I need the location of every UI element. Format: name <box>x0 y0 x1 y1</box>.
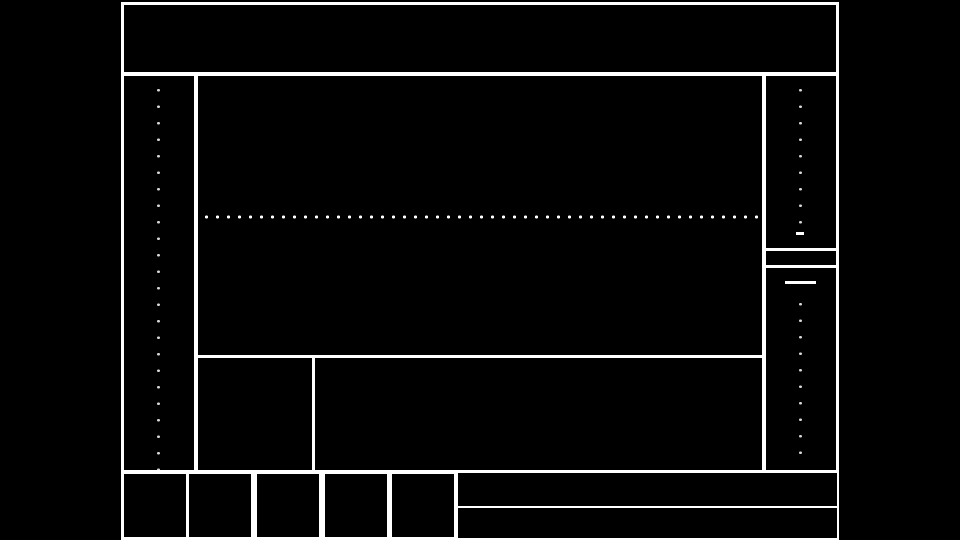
right-top-dotted-divider <box>799 82 802 228</box>
status-strip-top <box>456 471 839 509</box>
bottom-tile-1[interactable] <box>121 471 189 540</box>
bottom-left-panel[interactable] <box>195 355 315 473</box>
left-rail-dotted-divider <box>157 82 160 470</box>
bottom-tile-4[interactable] <box>322 471 390 540</box>
bottom-tile-5[interactable] <box>389 471 457 540</box>
header-bar <box>121 2 839 75</box>
bottom-tile-3[interactable] <box>254 471 322 540</box>
bottom-main-panel[interactable] <box>312 355 765 473</box>
bottom-tile-2[interactable] <box>186 471 254 540</box>
status-strip-bottom <box>456 506 839 540</box>
right-bottom-slider-handle[interactable] <box>785 281 816 284</box>
main-view-dotted-guide <box>201 215 761 219</box>
right-bottom-dotted-divider <box>799 296 802 468</box>
right-top-scroll-handle[interactable] <box>796 232 804 235</box>
